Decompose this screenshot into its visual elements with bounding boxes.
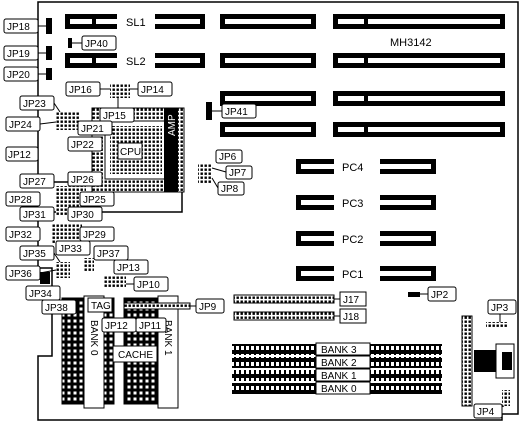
jp18-label: JP18 <box>7 22 30 33</box>
jp4-label: JP4 <box>477 407 495 418</box>
jp19-label: JP19 <box>7 49 30 60</box>
jp41-label: JP41 <box>225 107 248 118</box>
bank1-vertical-label: BANK 1 <box>162 320 173 356</box>
slot-pc4: PC4 <box>296 159 436 174</box>
jp21-label: JP21 <box>81 124 104 135</box>
slot-sl2-label: SL2 <box>126 56 146 68</box>
memory-banks: BANK 3 BANK 2 BANK 1 BANK 0 <box>232 342 442 395</box>
jumper-labels: JP18 JP19 JP20 JP40 JP16 JP14 JP15 JP23 … <box>3 18 517 419</box>
jp24-label: JP24 <box>9 120 32 131</box>
jp34-label: JP34 <box>29 289 52 300</box>
jp33-label: JP33 <box>59 244 82 255</box>
right-connectors <box>461 315 515 407</box>
jp16-label: JP16 <box>69 85 92 96</box>
pci-slots: PC4 PC3 PC2 PC1 <box>296 159 436 281</box>
jp36-label: JP36 <box>9 269 32 280</box>
jp35-label: JP35 <box>23 249 46 260</box>
jp13-label: JP13 <box>117 263 140 274</box>
jp27-label: JP27 <box>23 177 46 188</box>
bank3-label: BANK 3 <box>321 345 357 356</box>
slot-sl2: SL2 <box>65 53 205 68</box>
j18-label: J18 <box>343 312 360 323</box>
cpu-socket: CPU AMP <box>91 107 185 193</box>
j17-connector: J17 <box>233 291 367 307</box>
slot-sl1: SL1 <box>65 14 205 29</box>
jp14-label: JP14 <box>141 85 164 96</box>
slot-pc1: PC1 <box>296 266 436 281</box>
jp31-label: JP31 <box>23 210 46 221</box>
jp30-label: JP30 <box>71 210 94 221</box>
slot-pc3-label: PC3 <box>342 198 363 210</box>
jp25-label: JP25 <box>83 195 106 206</box>
tag-label: TAG <box>91 301 111 312</box>
jp11-label: JP11 <box>139 321 161 332</box>
j17-label: J17 <box>343 295 360 306</box>
jp7-label: JP7 <box>229 168 247 179</box>
jp6-label: JP6 <box>219 152 237 163</box>
jp10-label: JP10 <box>137 280 160 291</box>
jp26-label: JP26 <box>71 175 94 186</box>
jp20-label: JP20 <box>7 70 30 81</box>
jp2-label: JP2 <box>431 290 449 301</box>
amp-label: AMP <box>167 114 178 136</box>
cache-area: BANK 0 BANK 1 CACHE TAG <box>61 295 179 409</box>
jp9-label: JP9 <box>199 302 217 313</box>
cache-label: CACHE <box>118 350 153 361</box>
jp8-label: JP8 <box>221 184 239 195</box>
slot-pc3: PC3 <box>296 195 436 210</box>
slot-pc2-label: PC2 <box>342 234 363 246</box>
jp40-label: JP40 <box>85 39 108 50</box>
bank2-label: BANK 2 <box>321 358 357 369</box>
jp37-label: JP37 <box>97 249 120 260</box>
slot-pc4-label: PC4 <box>342 162 363 174</box>
jp12-label: JP12 <box>105 321 128 332</box>
slot-sl1-label: SL1 <box>126 17 146 29</box>
slot-pc1-label: PC1 <box>342 269 363 281</box>
jp38-label: JP38 <box>45 303 68 314</box>
jp23-label: JP23 <box>23 99 46 110</box>
jp9-header <box>123 302 191 310</box>
jp22-label: JP22 <box>71 140 94 151</box>
jp3-label: JP3 <box>491 303 509 314</box>
board-name: MH3142 <box>390 37 432 49</box>
bank1-label: BANK 1 <box>321 371 357 382</box>
cpu-label: CPU <box>120 147 141 158</box>
isa-slots: SL1 SL2 <box>65 14 505 137</box>
j18-connector: J18 <box>233 308 367 324</box>
bank0-label: BANK 0 <box>321 384 357 395</box>
jp2-header <box>408 292 420 297</box>
slot-pc2: PC2 <box>296 231 436 246</box>
jp15-label: JP15 <box>103 111 126 122</box>
jp28-label: JP28 <box>9 195 32 206</box>
jp32-label: JP32 <box>9 230 32 241</box>
bank0-vertical-label: BANK 0 <box>88 320 99 356</box>
jp29-label: JP29 <box>83 230 106 241</box>
jp12-left-label: JP12 <box>8 150 31 161</box>
